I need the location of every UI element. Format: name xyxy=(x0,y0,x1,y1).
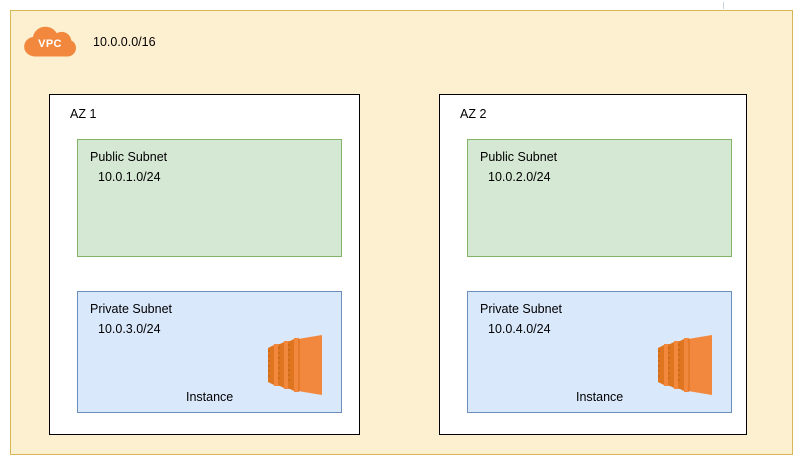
az-2-private-subnet-cidr: 10.0.4.0/24 xyxy=(488,322,551,336)
az-1-private-subnet[interactable]: Private Subnet 10.0.3.0/24 xyxy=(77,291,342,413)
az-1-instance-label: Instance xyxy=(186,390,234,404)
az-2-public-subnet-name: Public Subnet xyxy=(480,150,558,164)
az-1-public-subnet-name: Public Subnet xyxy=(90,150,168,164)
az-2-private-subnet[interactable]: Private Subnet 10.0.4.0/24 xyxy=(467,291,732,413)
az-2-public-subnet-cidr: 10.0.2.0/24 xyxy=(488,170,551,184)
az-2-public-subnet[interactable]: Public Subnet 10.0.2.0/24 xyxy=(467,139,732,257)
vpc-cloud-icon: VPC xyxy=(23,25,77,59)
az-1-public-subnet-cidr: 10.0.1.0/24 xyxy=(98,170,161,184)
vpc-header: VPC 10.0.0.0/16 xyxy=(23,25,156,59)
az-1-title: AZ 1 xyxy=(70,107,97,121)
cursor-artifact xyxy=(723,2,724,9)
vpc-container[interactable]: VPC 10.0.0.0/16 AZ 1 Public Subnet 10.0.… xyxy=(10,10,793,455)
az-2-private-subnet-name: Private Subnet xyxy=(480,302,562,316)
availability-zone-2[interactable]: AZ 2 Public Subnet 10.0.2.0/24 Private S… xyxy=(439,94,747,435)
az-1-private-subnet-name: Private Subnet xyxy=(90,302,172,316)
az-1-private-subnet-cidr: 10.0.3.0/24 xyxy=(98,322,161,336)
vpc-cidr-label: 10.0.0.0/16 xyxy=(93,35,156,49)
az-2-instance[interactable]: Instance xyxy=(576,334,726,406)
az-2-instance-label: Instance xyxy=(576,390,624,404)
availability-zone-1[interactable]: AZ 1 Public Subnet 10.0.1.0/24 Private S… xyxy=(49,94,360,435)
az-1-public-subnet[interactable]: Public Subnet 10.0.1.0/24 xyxy=(77,139,342,257)
ec2-instance-icon xyxy=(650,334,718,396)
az-1-instance[interactable]: Instance xyxy=(186,334,336,406)
az-2-title: AZ 2 xyxy=(460,107,487,121)
vpc-icon-text: VPC xyxy=(38,38,62,50)
ec2-instance-icon xyxy=(260,334,328,396)
